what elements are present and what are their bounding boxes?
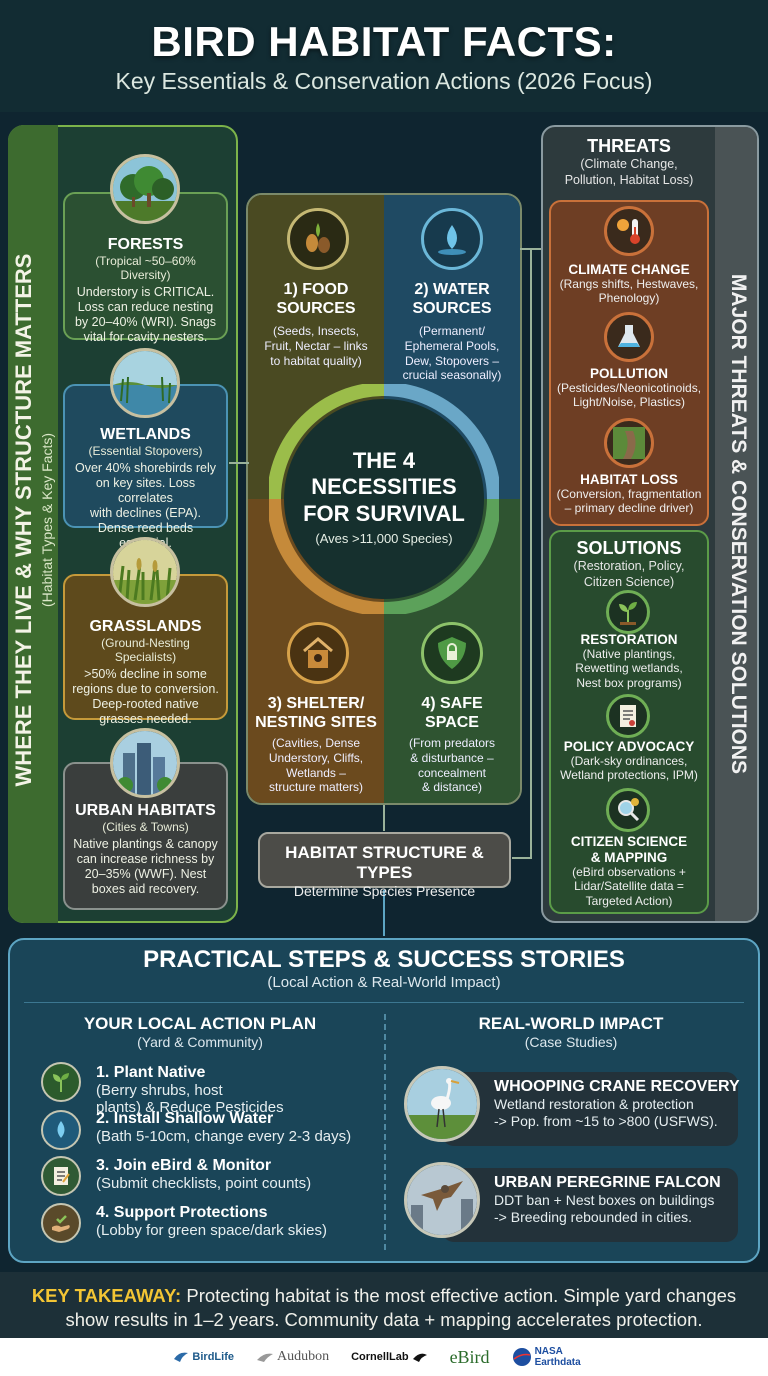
footer-logos: BirdLife Audubon CornellLab eBird NASA E… <box>0 1338 768 1376</box>
water-drop-icon <box>41 1110 81 1150</box>
crane-icon <box>404 1066 480 1142</box>
shield-icon <box>421 622 483 684</box>
habitat-subtitle: (Essential Stopovers) <box>88 444 203 458</box>
impact-header: REAL-WORLD IMPACT (Case Studies) <box>478 1014 664 1050</box>
habitat-title: WETLANDS <box>100 426 191 443</box>
connector-line <box>229 462 249 464</box>
case-whooping-crane-text: WHOOPING CRANE RECOVERY Wetland restorat… <box>494 1078 740 1129</box>
case-peregrine-falcon-text: URBAN PEREGRINE FALCON DDT ban + Nest bo… <box>494 1174 721 1225</box>
audubon-logo: Audubon <box>256 1349 329 1365</box>
cornell-lab-logo: CornellLab <box>351 1351 427 1363</box>
solution-restoration: RESTORATION (Native plantings,Rewetting … <box>575 632 683 690</box>
falcon-icon <box>404 1162 480 1238</box>
habitat-title: FORESTS <box>107 236 184 253</box>
key-takeaway: KEY TAKEAWAY: Protecting habitat is the … <box>0 1272 768 1338</box>
case-whooping-crane <box>442 1072 738 1146</box>
threats-side-title: MAJOR THREATS & CONSERVATION SOLUTIONS <box>727 273 750 775</box>
header-band <box>0 0 768 112</box>
habitat-card-wetlands: WETLANDS (Essential Stopovers) Over 40% … <box>63 384 228 550</box>
solution-policy-advocacy: POLICY ADVOCACY (Dark-sky ordinances,Wet… <box>560 739 698 783</box>
threat-climate-change: CLIMATE CHANGE (Rangs shifts, Hestwaves,… <box>559 262 699 306</box>
threat-pollution: POLLUTION (Pesticides/Neonicotinoids,Lig… <box>556 366 702 410</box>
takeaway-label: KEY TAKEAWAY: <box>31 1285 182 1306</box>
page-title: BIRD HABITAT FACTS: <box>151 18 617 65</box>
action-plan-header: YOUR LOCAL ACTION PLAN (Yard & Community… <box>83 1014 317 1050</box>
grassland-icon <box>110 537 180 607</box>
case-peregrine-falcon <box>442 1168 738 1242</box>
ebird-logo: eBird <box>449 1346 490 1367</box>
connector-line <box>530 248 532 858</box>
habitat-structure-box: HABITAT STRUCTURE & TYPES Determine Spec… <box>258 832 511 899</box>
plant-icon <box>41 1062 81 1102</box>
thermometer-icon <box>604 206 654 256</box>
habitat-title: URBAN HABITATS <box>75 802 216 819</box>
necessities-ring <box>269 384 499 614</box>
birdlife-logo: BirdLife <box>173 1350 234 1364</box>
document-icon <box>606 694 650 738</box>
flask-icon <box>604 312 654 362</box>
habitat-title: GRASSLANDS <box>89 618 202 635</box>
hand-check-icon <box>41 1203 81 1243</box>
sprout-icon <box>606 590 650 634</box>
step-join-ebird: 3. Join eBird & Monitor (Submit checklis… <box>96 1157 312 1192</box>
practical-header: PRACTICAL STEPS & SUCCESS STORIES (Local… <box>143 946 625 991</box>
forest-icon <box>110 154 180 224</box>
birdhouse-icon <box>287 622 349 684</box>
solutions-header: SOLUTIONS (Restoration, Policy, Citizen … <box>573 538 685 589</box>
divider <box>24 1002 744 1003</box>
nasa-earthdata-logo: NASA Earthdata <box>512 1346 595 1368</box>
divider <box>384 1014 386 1250</box>
quadrant-shelter-text: 3) SHELTER/NESTING SITES (Cavities, Dens… <box>255 695 377 795</box>
wetland-icon <box>110 348 180 418</box>
water-drop-icon <box>421 208 483 270</box>
step-support-protections: 4. Support Protections (Lobby for green … <box>96 1204 327 1239</box>
habitat-subtitle: (Ground-Nesting Specialists) <box>101 636 190 664</box>
connector-line <box>383 805 385 831</box>
habitat-side-title: WHERE THEY LIVE & WHY STRUCTURE MATTERS … <box>11 253 55 787</box>
necessities-circle-text: THE 4 NECESSITIES FOR SURVIVAL (Aves >11… <box>303 448 465 547</box>
habitat-side-strip <box>8 125 58 923</box>
connector-line <box>512 857 532 859</box>
seed-icon <box>287 208 349 270</box>
connector-line <box>383 890 385 936</box>
checklist-icon <box>41 1156 81 1196</box>
habitat-subtitle: (Cities & Towns) <box>102 820 189 834</box>
habitat-subtitle: (Tropical ~50–60% Diversity) <box>95 254 196 282</box>
threat-habitat-loss: HABITAT LOSS (Conversion, fragmentation–… <box>556 472 702 516</box>
road-icon <box>604 418 654 468</box>
magnifier-icon <box>606 788 650 832</box>
step-install-water: 2. Install Shallow Water (Bath 5-10cm, c… <box>96 1110 352 1145</box>
solution-citizen-science: CITIZEN SCIENCE & MAPPING (eBird observa… <box>570 834 688 908</box>
city-icon <box>110 728 180 798</box>
threats-header: THREATS (Climate Change, Pollution, Habi… <box>564 136 694 187</box>
page-subtitle: Key Essentials & Conservation Actions (2… <box>115 68 653 94</box>
threats-side-strip <box>715 127 757 921</box>
